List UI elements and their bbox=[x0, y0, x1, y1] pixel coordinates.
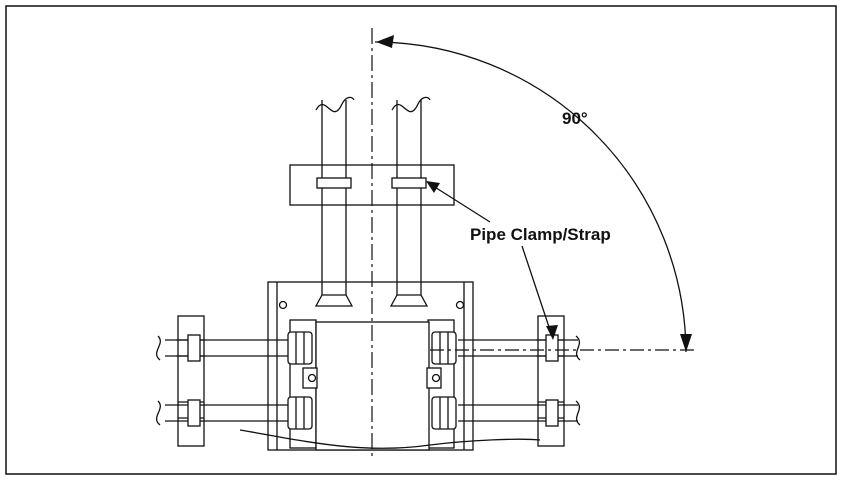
vertical-pipe-left bbox=[315, 96, 355, 305]
callout-leader-clamp-side bbox=[521, 245, 553, 337]
vertical-pipe-right bbox=[391, 96, 431, 305]
sensor-block-right bbox=[426, 367, 442, 389]
sensor-block-left bbox=[302, 367, 318, 389]
break-line bbox=[239, 429, 541, 449]
arc-arrow-top bbox=[376, 35, 394, 48]
callout-leader-clamp-top bbox=[429, 183, 491, 223]
pipe-reducer-right bbox=[389, 294, 429, 307]
horizontal-pipe-lower-right bbox=[458, 400, 581, 426]
horizontal-pipe-upper-right bbox=[458, 335, 581, 361]
outer-border bbox=[5, 5, 837, 475]
fitting-lower-left bbox=[287, 396, 313, 430]
horizontal-pipe-lower-left bbox=[155, 400, 288, 426]
fitting-upper-left bbox=[287, 331, 313, 365]
angle-arc bbox=[374, 41, 687, 353]
pipe-clamp-lower-right bbox=[545, 399, 559, 427]
arc-arrow-bottom bbox=[680, 334, 692, 352]
pipe-strap-right bbox=[391, 177, 427, 189]
callout-arrow-clamp-top bbox=[426, 181, 440, 193]
clamp-label: Pipe Clamp/Strap bbox=[470, 225, 611, 244]
fitting-lower-right bbox=[431, 396, 457, 430]
pipe-reducer-left bbox=[314, 294, 354, 307]
angle-label: 90° bbox=[562, 109, 588, 128]
fitting-upper-right bbox=[431, 331, 457, 365]
horizontal-pipe-upper-left bbox=[155, 335, 288, 361]
pipe-clamp-upper-right bbox=[545, 334, 559, 362]
callout-arrow-clamp-side bbox=[546, 325, 558, 340]
pipe-clamp-upper-left bbox=[187, 334, 201, 362]
pipe-strap-left bbox=[316, 177, 352, 189]
pipe-clamp-lower-left bbox=[187, 399, 201, 427]
